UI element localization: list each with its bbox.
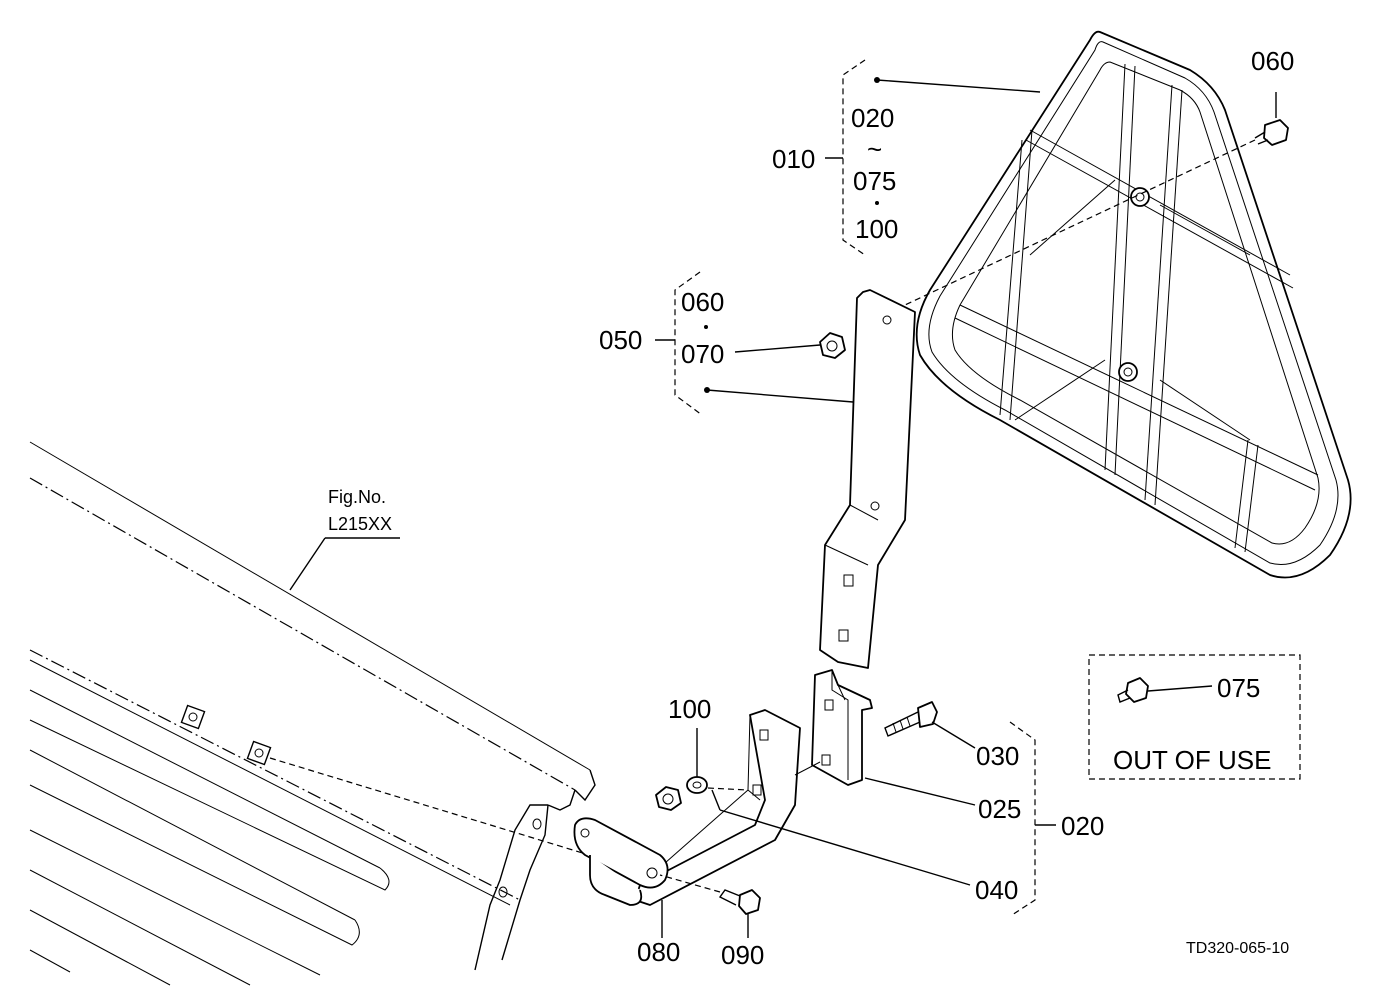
- fig-ref-line2: L215XX: [328, 514, 392, 534]
- label-075-box: 075: [1217, 673, 1260, 703]
- out-of-use-box: [1088, 654, 1301, 780]
- nut-070: [819, 332, 846, 359]
- label-100-top: 100: [855, 214, 898, 244]
- label-025: 025: [978, 794, 1021, 824]
- label-090: 090: [721, 940, 764, 970]
- reflector-panel: [915, 30, 1352, 579]
- hinge-plate-080: [573, 817, 669, 906]
- label-030: 030: [976, 741, 1019, 771]
- label-080: 080: [637, 937, 680, 967]
- label-020-top: 020: [851, 103, 894, 133]
- out-of-use-text: OUT OF USE: [1113, 745, 1271, 775]
- label-050: 050: [599, 325, 642, 355]
- stay-050: [819, 289, 916, 669]
- part-labels: 010 020 ~ 075 100 060 050 060 070 100 03…: [328, 46, 1294, 970]
- nut-and-washer: [655, 776, 749, 811]
- leader-lines: [289, 59, 1056, 938]
- label-020-side: 020: [1061, 811, 1104, 841]
- label-060-top: 060: [1251, 46, 1294, 76]
- label-010: 010: [772, 144, 815, 174]
- label-060-mid: 060: [681, 287, 724, 317]
- fig-ref-line1: Fig.No.: [328, 487, 386, 507]
- bolt-090: [659, 874, 761, 915]
- label-tilde: ~: [867, 134, 882, 164]
- label-040: 040: [975, 875, 1018, 905]
- bolt-060: [904, 92, 1289, 306]
- label-100: 100: [668, 694, 711, 724]
- drawing-code: TD320-065-10: [1186, 940, 1289, 957]
- label-075-top: 075: [853, 166, 896, 196]
- channel-025: [811, 669, 873, 786]
- bolt-030: [884, 701, 938, 737]
- label-070: 070: [681, 339, 724, 369]
